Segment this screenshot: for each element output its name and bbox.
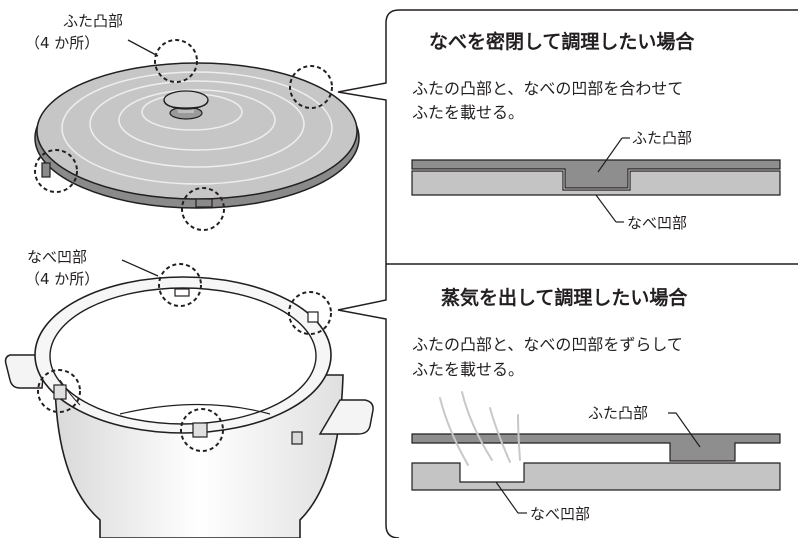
sealed-pot-label: なべ凹部 bbox=[627, 214, 687, 232]
lid-illustration bbox=[34, 62, 360, 209]
lid-callout-circles bbox=[34, 39, 333, 231]
sealed-cross-section bbox=[411, 137, 781, 223]
sealed-heading: なべを密閉して調理したい場合 bbox=[429, 30, 695, 53]
steam-text-line2: ふたを載せる。 bbox=[412, 360, 524, 379]
pot-callout-circles bbox=[37, 263, 332, 452]
pot-callout-label: なべ凹部 bbox=[27, 248, 87, 266]
lid-callout-count: （4 か所） bbox=[25, 34, 99, 52]
steam-pot-label: なべ凹部 bbox=[530, 505, 590, 523]
steam-text-line1: ふたの凸部と、なべの凹部をずらして bbox=[412, 335, 683, 354]
sealed-text-line1: ふたの凸部と、なべの凹部を合わせて bbox=[412, 79, 683, 98]
steam-wisps bbox=[439, 391, 521, 466]
panel-outline bbox=[337, 9, 400, 538]
steam-heading: 蒸気を出して調理したい場合 bbox=[441, 286, 688, 309]
steam-cross-section bbox=[411, 412, 781, 514]
steam-lid-label: ふた凸部 bbox=[588, 404, 648, 422]
pot-callout-count: （4 か所） bbox=[25, 270, 99, 288]
sealed-lid-label: ふた凸部 bbox=[632, 129, 692, 147]
pot-illustration bbox=[4, 276, 374, 538]
sealed-text-line2: ふたを載せる。 bbox=[412, 103, 524, 122]
lid-callout-label: ふた凸部 bbox=[63, 12, 123, 30]
